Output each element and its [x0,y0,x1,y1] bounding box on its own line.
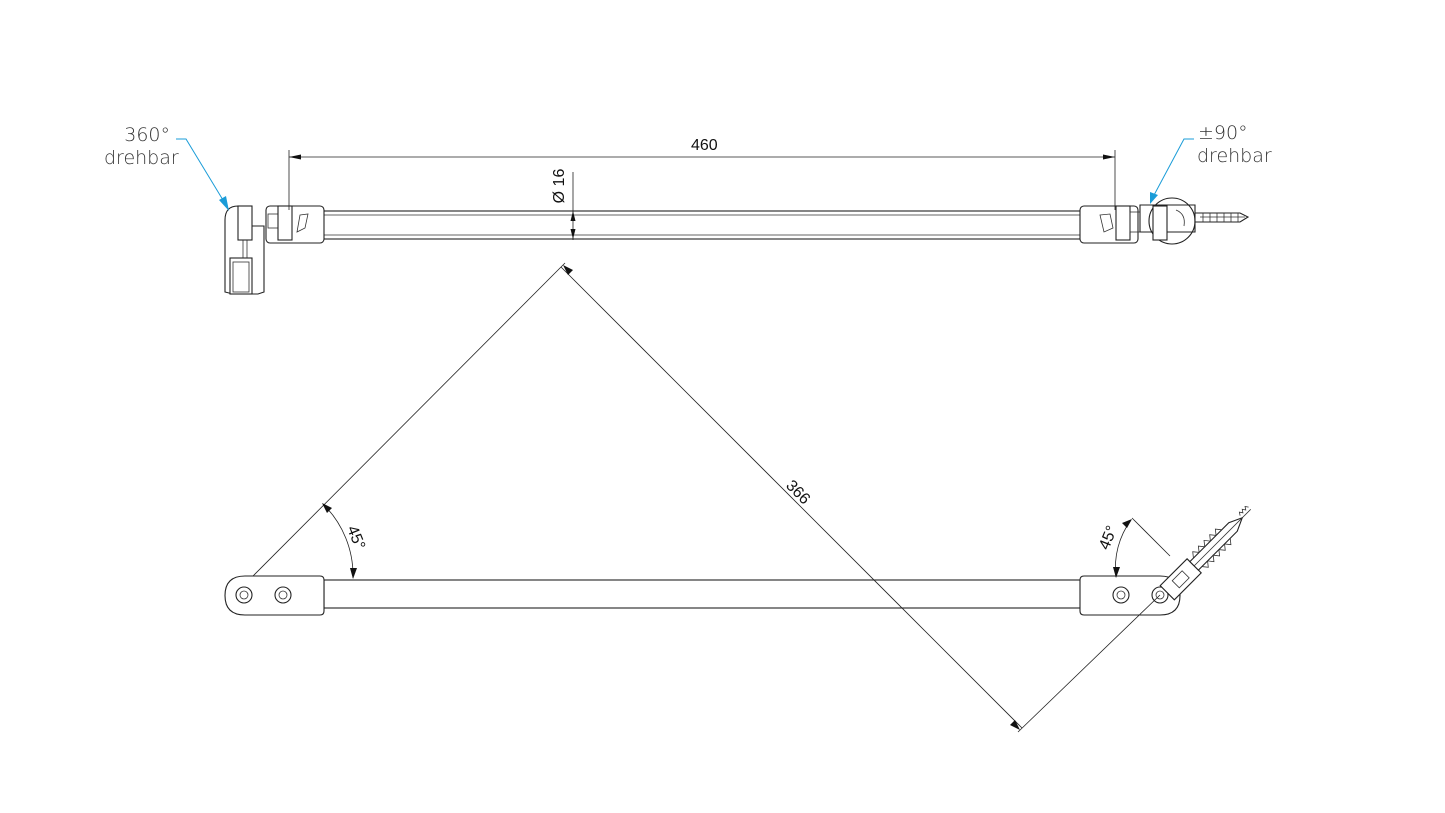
right-wall-bracket [1079,197,1250,245]
right-rotation-callout [1150,138,1194,204]
bottom-view-rod-assembly [224,262,1251,733]
left-rotation-label: drehbar [104,147,179,169]
right-rotation-angle: ±90° [1198,122,1248,144]
length-dimension-value: 460 [691,137,718,154]
left-angle-dimension [322,503,357,579]
length-dimension [288,150,1116,210]
right-rotation-label: drehbar [1197,145,1272,167]
angled-wall-mount [1159,505,1251,601]
left-rotation-angle: 360° [124,124,170,146]
left-wall-bracket [224,205,325,295]
diameter-dimension [570,172,576,240]
diameter-dimension-value: Ø 16 [551,168,568,204]
top-view-rod-assembly [176,138,1250,295]
right-angle-dimension [1113,517,1171,578]
left-rotation-callout [176,138,229,211]
diagonal-dimension [252,262,1161,733]
